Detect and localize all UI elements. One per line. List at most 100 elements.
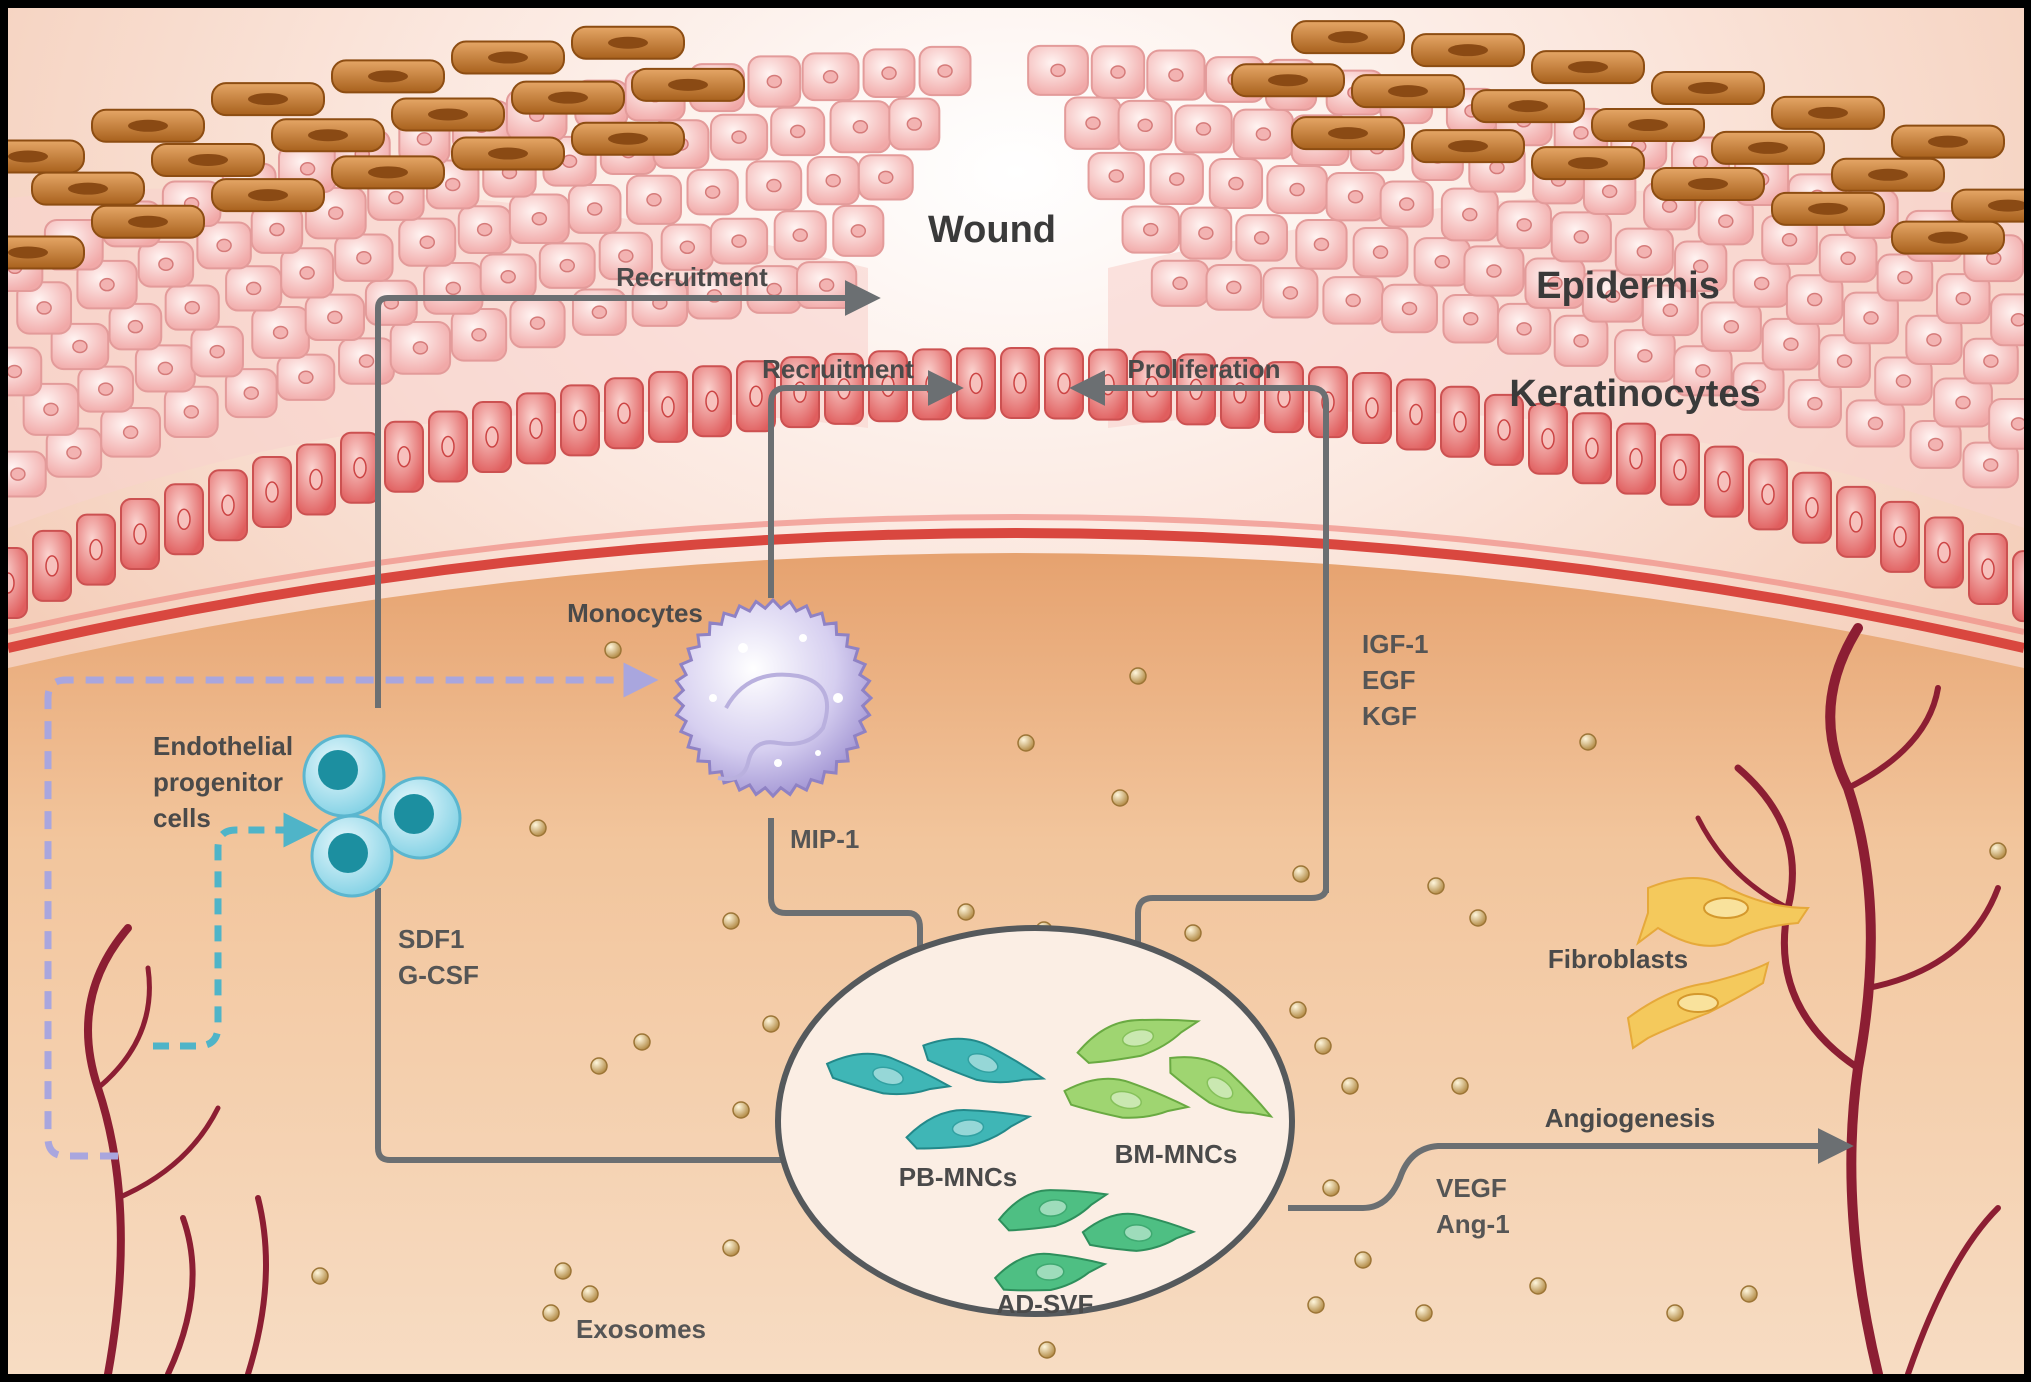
basal-cell [8, 547, 28, 619]
proliferation-arrow [1069, 370, 1329, 893]
spindle-cell [922, 1037, 1047, 1084]
exosome [1184, 924, 1202, 942]
corneocyte-cell [571, 121, 685, 156]
label-angiogenesis: Angiogenesis [1545, 1103, 1715, 1133]
dashed-arrow-epc [153, 812, 319, 1050]
basal-cell [1000, 347, 1040, 420]
corneocyte-cell [151, 142, 265, 177]
basal-cell [252, 455, 292, 528]
basal-cell [384, 420, 424, 493]
corneocyte-cell [1651, 166, 1765, 201]
keratinocyte-cell [8, 346, 43, 397]
basal-cell [956, 347, 996, 420]
corneocyte-cell [1531, 50, 1645, 85]
exosome [1469, 909, 1487, 927]
corneocyte-cell [1291, 116, 1405, 151]
basal-cell [1704, 445, 1744, 518]
corneocyte-cell [1771, 191, 1885, 226]
corneocyte-cell [31, 171, 145, 206]
wound-healing-diagram: Wound Epidermis Keratinocytes Recruitmen… [8, 8, 2024, 1374]
exosome [554, 1262, 572, 1280]
corneocyte-cell [91, 204, 205, 239]
corneocyte-cell [271, 118, 385, 153]
label-wound: Wound [928, 209, 1056, 251]
keratinocyte-layer [8, 44, 2024, 498]
corneocyte-cell [1411, 33, 1525, 68]
dashed-arrow-monocytes [44, 662, 659, 1160]
basal-cell [1088, 348, 1128, 421]
pool-cells [825, 1018, 1274, 1292]
label-mip1: MIP-1 [790, 824, 859, 854]
label-cells: cells [153, 803, 211, 833]
exosome [762, 1015, 780, 1033]
corneocyte-cell [391, 97, 505, 132]
exosome [1989, 842, 2007, 860]
label-recruitment-top: Recruitment [616, 262, 768, 292]
recruitment-arrow-top [375, 280, 881, 708]
label-fibroblasts: Fibroblasts [1548, 944, 1688, 974]
label-progenitor: progenitor [153, 767, 283, 797]
label-bm-mncs: BM-MNCs [1115, 1139, 1238, 1169]
basal-cell [1836, 485, 1876, 558]
corneocyte-cell [91, 108, 205, 143]
basal-cell [1660, 433, 1700, 506]
label-ang1: Ang-1 [1436, 1209, 1510, 1239]
corneocyte-cell [1351, 74, 1465, 109]
corneocyte-cell [1771, 95, 1885, 130]
label-egf: EGF [1362, 665, 1415, 695]
corneocyte-cell [331, 155, 445, 190]
exosome [529, 819, 547, 837]
exosome [1307, 1296, 1325, 1314]
spindle-cell [1063, 1077, 1191, 1119]
basal-cell [76, 513, 116, 586]
basal-cell [1264, 361, 1304, 434]
label-igf1: IGF-1 [1362, 629, 1428, 659]
sdf1-path [375, 888, 783, 1163]
corneocyte-cell [1291, 20, 1405, 55]
exosome [1314, 1037, 1332, 1055]
corneocyte-cell [1411, 129, 1525, 164]
basal-cell [208, 469, 248, 542]
spindle-cell [1076, 1018, 1202, 1064]
exosome [1451, 1077, 1469, 1095]
label-monocytes: Monocytes [567, 598, 703, 628]
corneocyte-cell [1531, 146, 1645, 181]
basal-cell [164, 483, 204, 556]
corneocyte-cell [1651, 70, 1765, 105]
corneocyte-cell [211, 82, 325, 117]
corneocyte-cell [451, 40, 565, 75]
exosome [1292, 865, 1310, 883]
exosome [1111, 789, 1129, 807]
exosome [1038, 1341, 1056, 1359]
basal-cell [1924, 516, 1964, 589]
basal-cell [340, 431, 380, 504]
label-epidermis: Epidermis [1536, 265, 1720, 307]
exosome [1322, 1179, 1340, 1197]
basal-cell [1572, 412, 1612, 485]
basal-cell [1396, 378, 1436, 451]
mip1-path [768, 818, 923, 978]
corneocyte-cell [8, 139, 85, 174]
exosome [604, 641, 622, 659]
basal-cell [1880, 500, 1920, 573]
spindle-cell [825, 1052, 953, 1096]
exosome [1017, 734, 1035, 752]
label-pb-mncs: PB-MNCs [899, 1162, 1017, 1192]
exosome [1129, 667, 1147, 685]
basal-cell [1968, 532, 2008, 605]
spindle-cell [1169, 1056, 1274, 1118]
basal-cell [1484, 393, 1524, 466]
exosome [1579, 733, 1597, 751]
corneocyte-cell [8, 235, 85, 270]
exosome [542, 1304, 560, 1322]
basal-cell [1528, 402, 1568, 475]
corneocyte-cell [571, 25, 685, 60]
basal-cell-layer [8, 347, 2024, 623]
corneocyte-cell [331, 59, 445, 94]
basal-cell [1352, 371, 1392, 444]
label-exosomes: Exosomes [576, 1314, 706, 1344]
corneocyte-cell [211, 178, 325, 213]
label-ad-svf: AD-SVF [997, 1289, 1094, 1319]
basal-cell [1044, 347, 1084, 420]
label-recruitment-mid: Recruitment [762, 354, 914, 384]
